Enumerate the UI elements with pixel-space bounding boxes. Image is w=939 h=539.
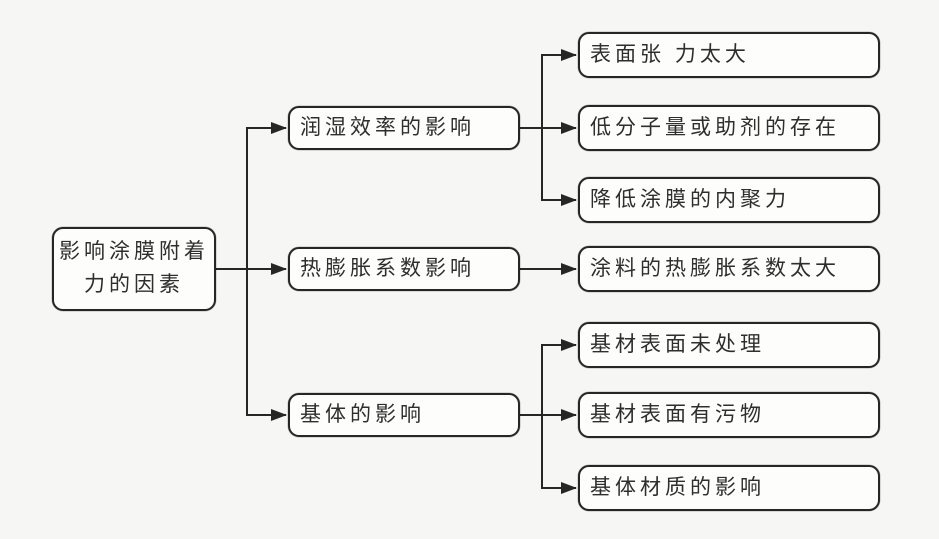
branch-node-thermal-expansion: 热膨胀系数影响	[288, 247, 520, 291]
leaf-node-coating-thermal-expansion: 涂料的热膨胀系数太大	[578, 246, 880, 292]
branch-node-wetting-efficiency: 润湿效率的影响	[288, 106, 520, 150]
leaf-node-reduced-cohesion: 降低涂膜的内聚力	[578, 177, 880, 223]
branch-node-substrate: 基体的影响	[288, 393, 520, 437]
leaf-node-substrate-untreated: 基材表面未处理	[578, 322, 880, 368]
leaf-node-low-molecular-weight-additives: 低分子量或助剂的存在	[578, 105, 880, 151]
leaf-node-substrate-contaminated: 基材表面有污物	[578, 392, 880, 438]
leaf-node-surface-tension: 表面张 力太大	[578, 32, 880, 78]
root-node-adhesion-factors: 影响涂膜附着 力的因素	[52, 227, 216, 311]
leaf-node-substrate-material: 基体材质的影响	[578, 465, 880, 511]
